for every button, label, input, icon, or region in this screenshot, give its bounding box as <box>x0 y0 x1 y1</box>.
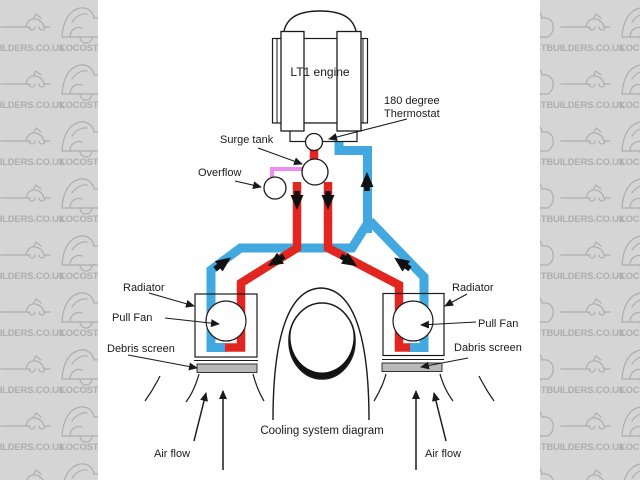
debris-screen-right-bar <box>381 362 443 372</box>
overflow-label: Overflow <box>198 167 241 179</box>
diagram-title: Cooling system diagram <box>260 425 383 437</box>
pull-fan-left-leader <box>164 317 220 328</box>
surge-tank-leader <box>257 147 303 166</box>
surge-tank-circle <box>301 158 329 186</box>
leader-arrows <box>127 118 477 371</box>
thermostat-circle <box>304 132 324 152</box>
thermostat-leader <box>328 118 408 141</box>
debris-screen-left-bar <box>196 363 258 373</box>
flow-arrow-hot-right-diag <box>339 252 358 267</box>
hot-pipe-left <box>225 182 302 352</box>
engine-left-cover <box>280 30 305 132</box>
radiator-right-box <box>382 292 445 357</box>
pull-fan-right-leader <box>420 320 477 329</box>
pull-fan-right-circle <box>392 300 434 342</box>
radiator-left-box <box>194 293 258 358</box>
radiator-left-label: Radiator <box>123 282 165 294</box>
engine <box>271 10 369 143</box>
debris-screen-right-leader <box>420 357 469 370</box>
air-flow-arrows <box>193 390 447 470</box>
flow-arrow-cold-right-diag <box>394 257 412 272</box>
engine-label: LT1 engine <box>290 65 349 79</box>
overflow-hose <box>270 167 302 178</box>
pull-fan-left-circle <box>205 300 247 342</box>
overflow-leader <box>234 180 262 190</box>
pull-fan-right-label: Pull Fan <box>478 318 518 330</box>
air-flow-arrow-right-slant <box>432 392 447 442</box>
debris-screen-right-label: Dabris screen <box>454 342 522 354</box>
cold-pipe-main <box>334 138 372 233</box>
radiator-left-leader <box>148 292 195 308</box>
overflow-bottle-circle <box>263 176 287 200</box>
radiator-right-label: Radiator <box>452 282 494 294</box>
flow-arrow-cold-left-diag <box>213 257 231 272</box>
thermostat-label-line1: 180 degree <box>384 95 440 107</box>
air-flow-right-label: Air flow <box>425 448 461 460</box>
air-flow-left-label: Air flow <box>154 448 190 460</box>
radiator-right-leader <box>444 293 468 307</box>
pull-fan-left-label: Pull Fan <box>112 312 152 324</box>
debris-screen-left-label: Debris screen <box>107 343 175 355</box>
nose-outline <box>272 287 370 421</box>
nose-intake-outline <box>288 302 356 380</box>
flow-arrow-hot-left-diag <box>267 252 286 267</box>
engine-body-inner-lines <box>276 38 364 123</box>
debris-screen-left-leader <box>127 354 198 371</box>
thermostat-label-line2: Thermostat <box>384 108 440 120</box>
hot-pipe-right <box>323 182 410 352</box>
nose-intake-inner <box>290 301 354 373</box>
surge-tank-label: Surge tank <box>220 134 274 146</box>
engine-right-cover <box>336 30 362 132</box>
bodywork-curves <box>144 373 495 403</box>
flow-arrows <box>213 172 412 272</box>
air-flow-arrow-left-slant <box>193 392 208 442</box>
